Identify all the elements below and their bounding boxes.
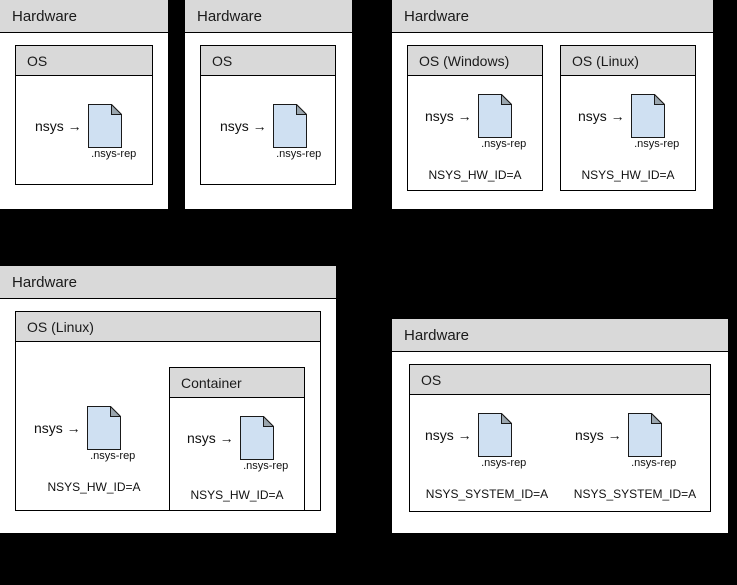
panel-header-hardware: Hardware xyxy=(392,0,713,33)
nsys-report-document-icon xyxy=(87,104,122,148)
env-var-label: NSYS_SYSTEM_ID=A xyxy=(573,487,697,501)
box-body: nsys → .nsys-rep NSYS_HW_ID=A xyxy=(170,398,304,510)
nsys-instance: nsys → .nsys-rep xyxy=(220,104,321,160)
hardware-panel-top-mid: Hardware OS nsys → .nsys-rep xyxy=(185,0,352,209)
panel-header-hardware: Hardware xyxy=(185,0,352,33)
nsys-command-label: nsys → xyxy=(220,118,267,134)
container-box: Container nsys → .nsys-rep xyxy=(169,367,305,511)
document-icon-wrap: .nsys-rep xyxy=(272,104,321,160)
nsys-report-document-icon xyxy=(477,413,512,457)
os-box-system: OS nsys → .nsys-rep NSYS_SYSTEM_ID=A ns xyxy=(409,364,711,512)
document-icon-wrap: .nsys-rep xyxy=(477,413,526,469)
document-icon-wrap: .nsys-rep xyxy=(477,94,526,150)
nsys-instance: nsys → .nsys-rep xyxy=(575,413,676,469)
panel-title: Hardware xyxy=(197,7,263,25)
panel-title: Hardware xyxy=(404,7,470,25)
box-header-container: Container xyxy=(170,368,304,398)
box-header-os-windows: OS (Windows) xyxy=(408,46,542,76)
nsys-command-label: nsys → xyxy=(578,108,625,124)
nsys-command-label: nsys → xyxy=(187,430,234,446)
os-box: OS nsys → .nsys-rep xyxy=(15,45,153,185)
nsys-instance: nsys → .nsys-rep xyxy=(34,406,135,462)
box-title: OS xyxy=(212,52,233,69)
box-body: nsys → .nsys-rep NSYS_HW_ID=A xyxy=(561,76,695,190)
box-header-os: OS xyxy=(16,46,152,76)
panel-header-hardware: Hardware xyxy=(0,0,168,33)
box-title: Container xyxy=(181,374,242,391)
env-var-label: NSYS_SYSTEM_ID=A xyxy=(425,487,549,501)
hardware-panel-top-left: Hardware OS nsys → .nsys-rep xyxy=(0,0,168,209)
document-caption: .nsys-rep xyxy=(634,138,680,150)
nsys-instance: nsys → .nsys-rep xyxy=(425,94,526,150)
nsys-report-document-icon xyxy=(86,406,121,450)
panel-body: OS (Linux) nsys → .nsys-rep NSYS_HW_ID=A xyxy=(0,299,336,533)
box-header-os: OS xyxy=(201,46,335,76)
nsys-command-label: nsys → xyxy=(575,427,622,443)
panel-body: OS nsys → .nsys-rep NSYS_SYSTEM_ID=A ns xyxy=(392,352,728,533)
hardware-panel-top-right: Hardware OS (Windows) nsys → .nsys-rep xyxy=(392,0,713,209)
nsys-report-document-icon xyxy=(627,413,662,457)
document-caption: .nsys-rep xyxy=(243,460,289,472)
document-caption: .nsys-rep xyxy=(631,457,677,469)
box-body: nsys → .nsys-rep xyxy=(16,76,152,184)
env-var-label: NSYS_HW_ID=A xyxy=(47,480,141,494)
panel-header-hardware: Hardware xyxy=(0,266,336,299)
nsys-report-document-icon xyxy=(477,94,512,138)
panel-body: OS (Windows) nsys → .nsys-rep NSYS_HW_ID… xyxy=(392,33,713,209)
nsys-instance: nsys → .nsys-rep xyxy=(425,413,526,469)
box-body: nsys → .nsys-rep NSYS_HW_ID=A Container xyxy=(16,342,320,511)
box-body: nsys → .nsys-rep NSYS_HW_ID=A xyxy=(408,76,542,190)
nsys-report-document-icon xyxy=(272,104,307,148)
os-box-linux: OS (Linux) nsys → .nsys-rep NSYS_HW_ID=A xyxy=(560,45,696,191)
document-caption: .nsys-rep xyxy=(276,148,322,160)
nsys-report-document-icon xyxy=(630,94,665,138)
box-body: nsys → .nsys-rep NSYS_SYSTEM_ID=A nsys → xyxy=(410,395,710,511)
document-icon-wrap: .nsys-rep xyxy=(87,104,136,160)
box-title: OS (Linux) xyxy=(572,52,639,69)
panel-header-hardware: Hardware xyxy=(392,319,728,352)
document-icon-wrap: .nsys-rep xyxy=(239,416,288,472)
box-title: OS (Linux) xyxy=(27,318,94,335)
box-title: OS xyxy=(27,52,48,69)
env-var-label: NSYS_HW_ID=A xyxy=(428,168,522,182)
panel-title: Hardware xyxy=(12,7,78,25)
box-header-os-linux: OS (Linux) xyxy=(16,312,320,342)
document-icon-wrap: .nsys-rep xyxy=(630,94,679,150)
nsys-command-label: nsys → xyxy=(34,420,81,436)
document-icon-wrap: .nsys-rep xyxy=(627,413,676,469)
document-caption: .nsys-rep xyxy=(481,138,527,150)
nsys-instance: nsys → .nsys-rep xyxy=(578,94,679,150)
hardware-panel-bottom-left: Hardware OS (Linux) nsys → .nsys-rep xyxy=(0,266,336,533)
panel-body: OS nsys → .nsys-rep xyxy=(185,33,352,209)
nsys-command-label: nsys → xyxy=(35,118,82,134)
os-box: OS nsys → .nsys-rep xyxy=(200,45,336,185)
box-header-os: OS xyxy=(410,365,710,395)
nsys-command-label: nsys → xyxy=(425,108,472,124)
panel-body: OS nsys → .nsys-rep xyxy=(0,33,168,209)
box-title: OS xyxy=(421,371,442,388)
document-caption: .nsys-rep xyxy=(90,450,136,462)
box-title: OS (Windows) xyxy=(419,52,510,69)
os-box-linux-host: OS (Linux) nsys → .nsys-rep NSYS_HW_ID=A xyxy=(15,311,321,511)
box-header-os-linux: OS (Linux) xyxy=(561,46,695,76)
nsys-instance: nsys → .nsys-rep xyxy=(187,416,288,472)
hardware-panel-bottom-right: Hardware OS nsys → .nsys-rep NSYS xyxy=(392,319,728,533)
nsys-instance: nsys → .nsys-rep xyxy=(35,104,136,160)
nsys-command-label: nsys → xyxy=(425,427,472,443)
panel-title: Hardware xyxy=(404,326,470,344)
panel-title: Hardware xyxy=(12,273,78,291)
document-caption: .nsys-rep xyxy=(91,148,137,160)
document-icon-wrap: .nsys-rep xyxy=(86,406,135,462)
document-caption: .nsys-rep xyxy=(481,457,527,469)
box-body: nsys → .nsys-rep xyxy=(201,76,335,184)
nsys-report-document-icon xyxy=(239,416,274,460)
env-var-label: NSYS_HW_ID=A xyxy=(190,488,284,502)
env-var-label: NSYS_HW_ID=A xyxy=(581,168,675,182)
os-box-windows: OS (Windows) nsys → .nsys-rep NSYS_HW_ID… xyxy=(407,45,543,191)
